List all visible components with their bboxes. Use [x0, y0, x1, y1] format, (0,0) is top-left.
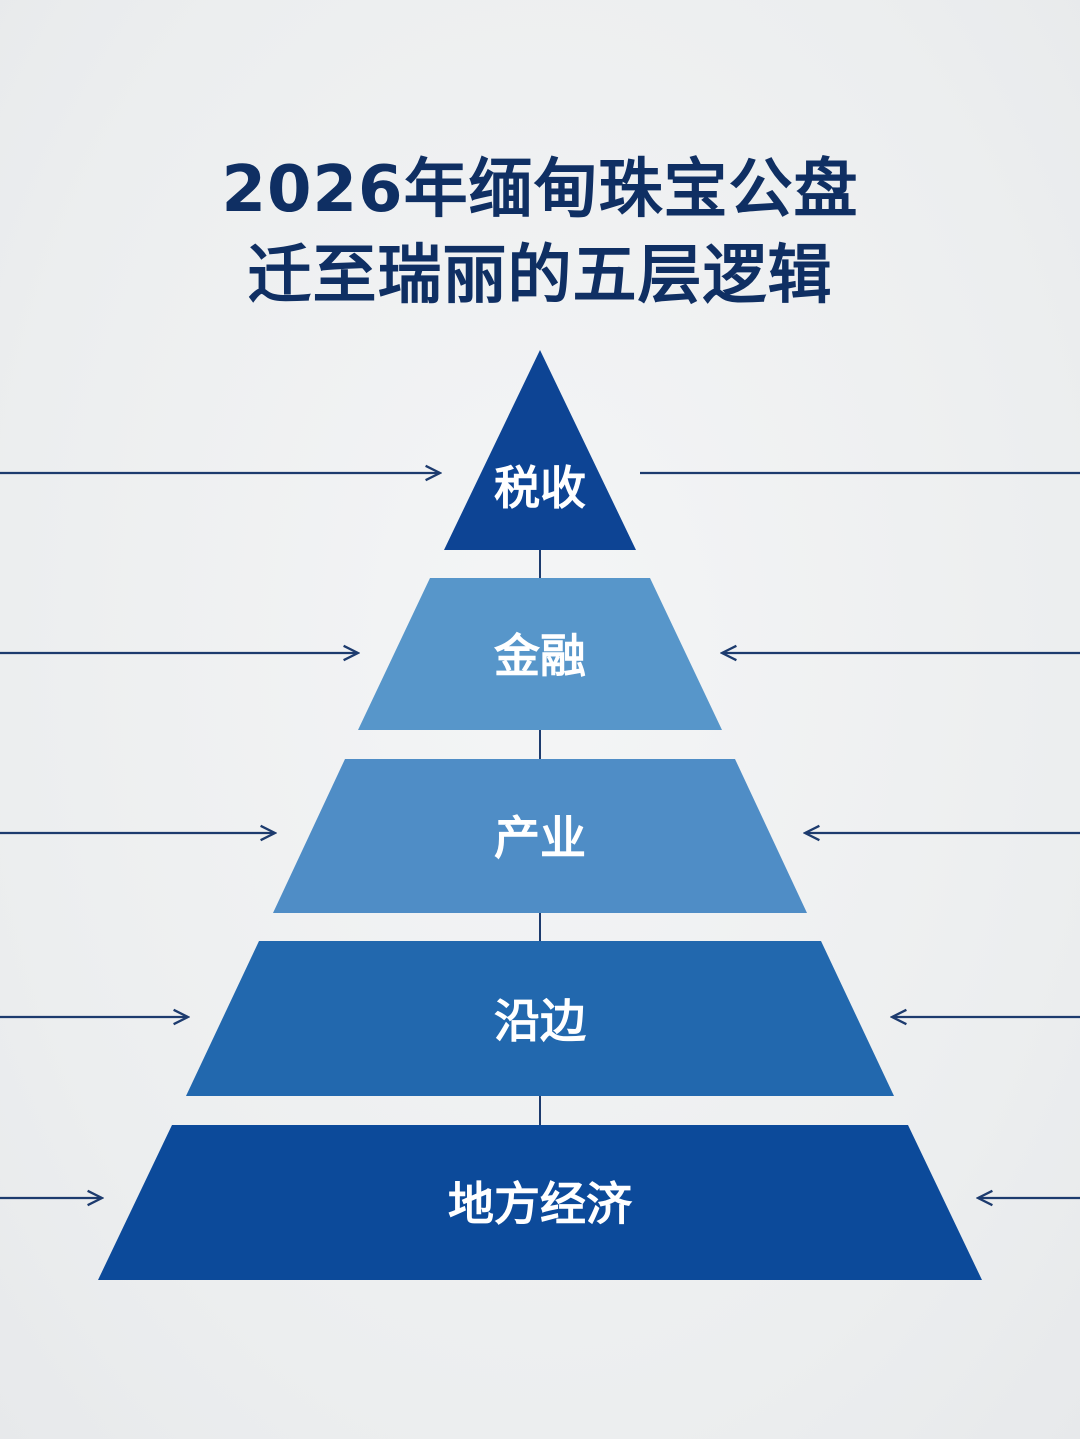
pyramid-layer-1-shape — [444, 350, 636, 550]
pyramid-layer-3-label: 产业 — [494, 811, 586, 865]
pyramid-layer-4-label: 沿边 — [494, 994, 587, 1048]
pyramid-layer-4-shape — [186, 941, 894, 1096]
pyramid-layer-4: 沿边 — [186, 941, 894, 1096]
pyramid-layer-5: 地方经济 — [98, 1125, 982, 1280]
pyramid-layer-2: 金融 — [358, 578, 722, 730]
arrows — [0, 473, 1080, 1198]
pyramid-layer-1-label: 税收 — [494, 461, 586, 515]
pyramid-layer-3-shape — [273, 759, 807, 913]
pyramid-layer-5-label: 地方经济 — [448, 1177, 633, 1231]
pyramid-layer-3: 产业 — [273, 759, 807, 913]
pyramid-layer-2-label: 金融 — [493, 629, 586, 683]
pyramid-layer-1: 税收 — [444, 350, 636, 550]
page-title-line-2: 迁至瑞丽的五层逻辑 — [247, 239, 833, 313]
page-title-line-1: 2026年缅甸珠宝公盘 — [221, 153, 859, 227]
pyramid-layer-2-shape — [358, 578, 722, 730]
pyramid-layer-5-shape — [98, 1125, 982, 1280]
